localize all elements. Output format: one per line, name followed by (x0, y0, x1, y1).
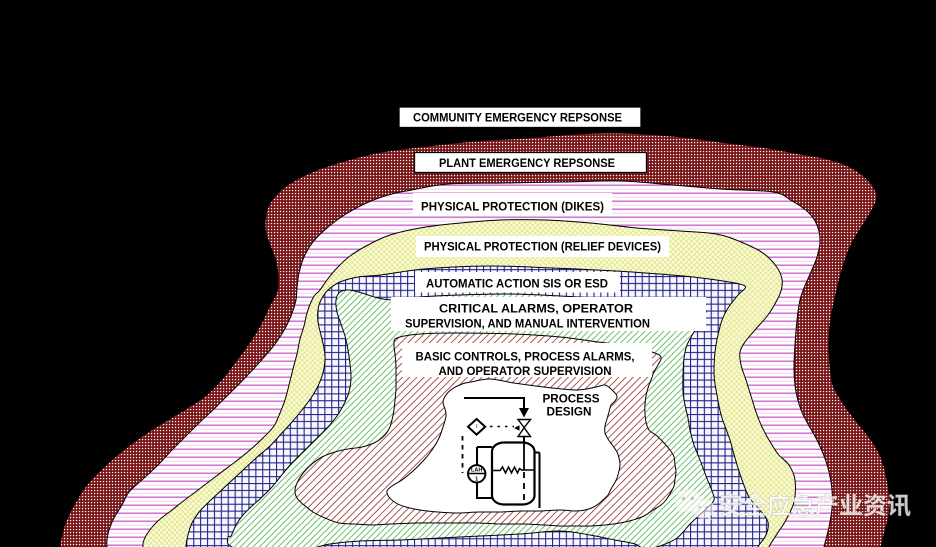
svg-text:PHYSICAL PROTECTION (RELIEF DE: PHYSICAL PROTECTION (RELIEF DEVICES) (424, 242, 661, 254)
svg-text:LAH: LAH (471, 468, 482, 474)
svg-text:COMMUNITY EMERGENCY REPSONSE: COMMUNITY EMERGENCY REPSONSE (413, 113, 622, 125)
svg-text:PLANT EMERGENCY REPSONSE: PLANT EMERGENCY REPSONSE (439, 158, 615, 170)
svg-text:SUPERVISION, AND MANUAL INTERV: SUPERVISION, AND MANUAL INTERVENTION (405, 319, 650, 331)
svg-text:DESIGN: DESIGN (547, 407, 592, 419)
svg-text:BASIC CONTROLS, PROCESS ALARMS: BASIC CONTROLS, PROCESS ALARMS, (416, 352, 635, 364)
svg-text:CRITICAL ALARMS, OPERATOR: CRITICAL ALARMS, OPERATOR (439, 304, 634, 316)
svg-text:PHYSICAL PROTECTION (DIKES): PHYSICAL PROTECTION (DIKES) (421, 202, 604, 214)
svg-text:AUTOMATIC ACTION SIS OR ESD: AUTOMATIC ACTION SIS OR ESD (426, 279, 608, 291)
svg-text:AND OPERATOR SUPERVISION: AND OPERATOR SUPERVISION (439, 366, 612, 378)
svg-text:1: 1 (475, 477, 478, 483)
svg-text:PROCESS: PROCESS (543, 394, 600, 406)
